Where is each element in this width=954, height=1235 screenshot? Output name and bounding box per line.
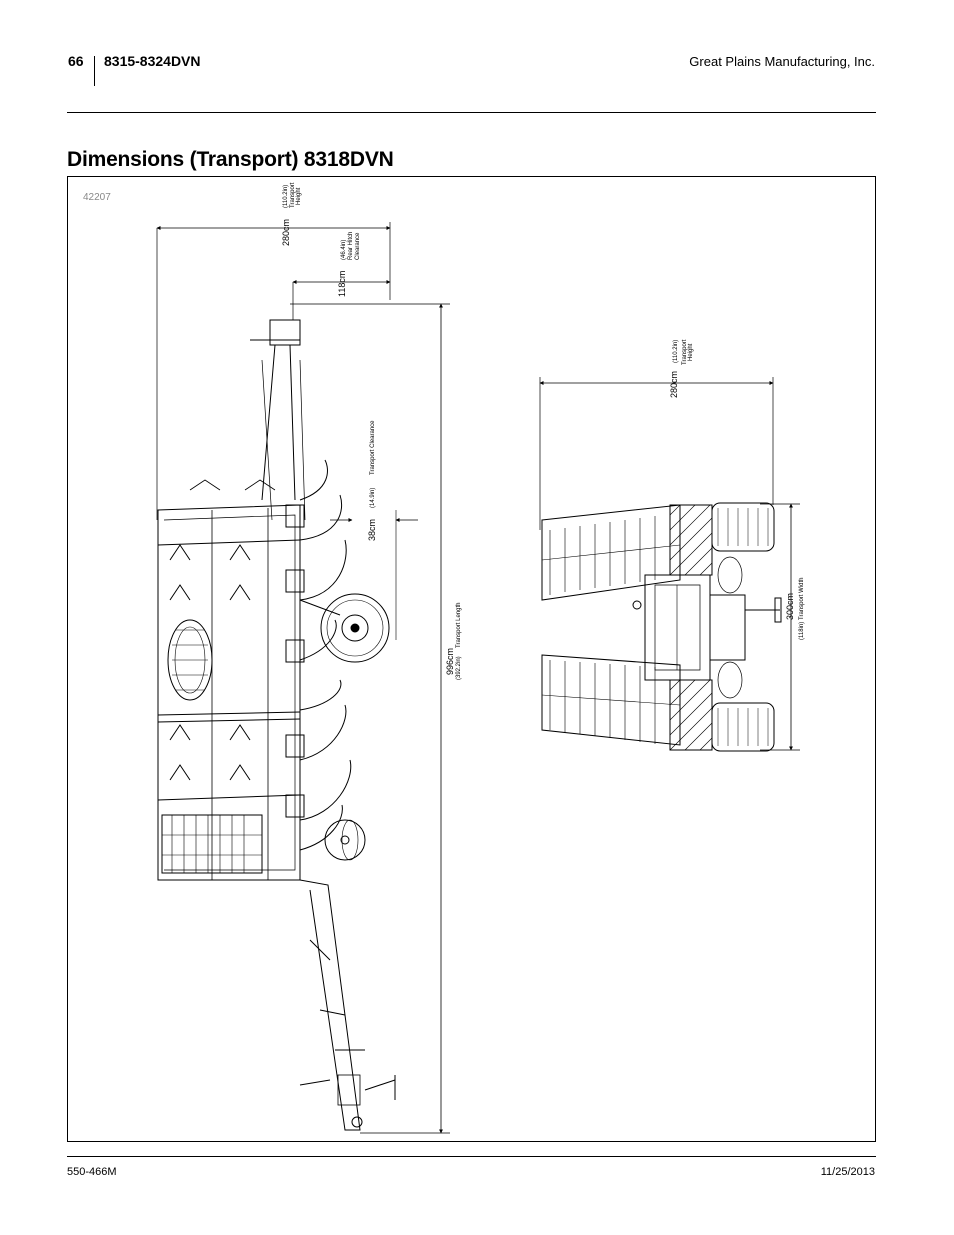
side-height-label1: Transport	[290, 182, 296, 208]
header-divider	[94, 56, 95, 86]
rear-width-label: Transport Width	[799, 578, 805, 620]
side-height-label2: Height	[296, 187, 302, 205]
transport-length-in: (392.2in)	[456, 656, 462, 680]
rear-height-label2: Height	[688, 343, 694, 361]
transport-length-value: 996cm	[445, 648, 455, 675]
hitch-clearance-label1: Rear Hitch	[348, 232, 354, 260]
hitch-clearance-in: (46.4in)	[341, 240, 347, 260]
rear-width-in: (118in)	[799, 622, 805, 640]
rear-width-value: 300cm	[785, 593, 795, 620]
transport-length-label: Transport Length	[456, 603, 462, 648]
transport-clearance-in: (14.9in)	[370, 488, 376, 508]
rear-height-in: (110.2in)	[673, 340, 679, 363]
transport-clearance-label: Transport Clearance	[370, 420, 376, 475]
side-height-value: 280cm	[281, 219, 291, 246]
rear-view-drawing	[539, 377, 800, 752]
hitch-clearance-label2: Clearance	[355, 232, 361, 260]
model-name: 8315-8324DVN	[104, 53, 201, 69]
figure-frame	[67, 176, 876, 1142]
side-view-drawing	[156, 222, 450, 1134]
footer-rule	[67, 1156, 876, 1157]
rear-height-value: 280cm	[669, 371, 679, 398]
header-rule	[67, 112, 876, 113]
page-number: 66	[68, 53, 84, 69]
hitch-clearance-value: 118cm	[337, 271, 347, 297]
figure-number: 42207	[83, 192, 111, 203]
page-title: Dimensions (Transport) 8318DVN	[67, 148, 394, 171]
doc-number: 550-466M	[67, 1166, 117, 1178]
side-height-in: (110.2in)	[283, 185, 289, 208]
transport-clearance-value: 38cm	[367, 519, 377, 541]
company-name: Great Plains Manufacturing, Inc.	[689, 54, 875, 69]
footer-date: 11/25/2013	[820, 1166, 875, 1178]
rear-height-label1: Transport	[682, 339, 688, 365]
